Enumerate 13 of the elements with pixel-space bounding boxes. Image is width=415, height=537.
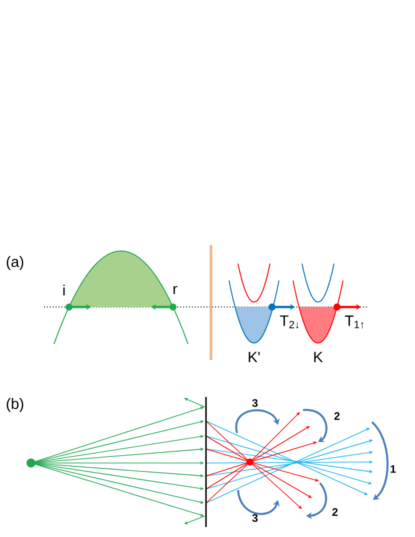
panel-label: (a) [6, 256, 24, 270]
point-label: r [174, 286, 178, 294]
ray-label: 1 [390, 465, 396, 473]
valley-label: T$_{2↓}$ [280, 316, 298, 328]
valley-label: T$_{1↑}$ [344, 316, 364, 328]
ray-label: 3 [252, 514, 258, 522]
point-label: i [63, 284, 65, 296]
valley-label: K' [248, 352, 260, 362]
panel-label: (b) [6, 398, 24, 412]
ray-label: 3 [252, 399, 258, 407]
ray-label: 2 [332, 508, 338, 516]
ray-label: 2 [334, 412, 340, 420]
valley-label: K [314, 352, 323, 362]
